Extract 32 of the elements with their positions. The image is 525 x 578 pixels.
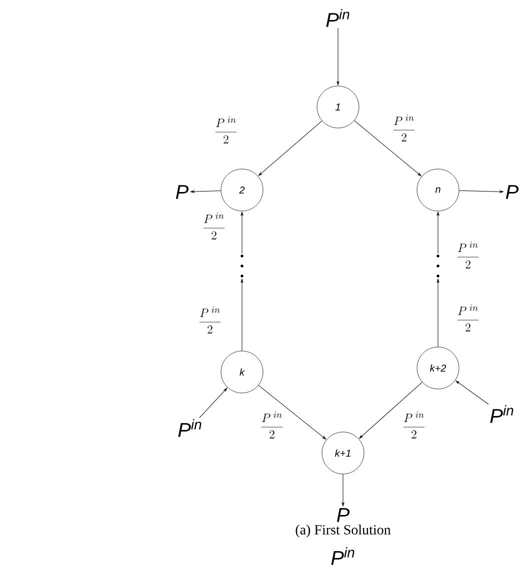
arrow <box>336 28 340 86</box>
ellipsis-dots <box>240 254 244 278</box>
arrow <box>456 380 489 404</box>
arrow <box>258 120 322 176</box>
ellipsis-dots <box>436 254 440 278</box>
arrow <box>240 212 244 254</box>
caption: (a) First Solution <box>296 524 391 538</box>
variable-label: P$^{in}$ <box>326 9 350 27</box>
variable-label: P <box>176 185 189 199</box>
arrow <box>436 278 440 348</box>
arrow <box>190 190 222 193</box>
edge-label: $\frac{P^{\;in}}{2}$ <box>204 212 225 240</box>
arrow <box>240 278 244 352</box>
edge-label: $\frac{P^{\;in}}{2}$ <box>458 242 479 268</box>
arrow <box>354 120 422 176</box>
edge-label: $\frac{P^{\;in}}{2}$ <box>262 412 282 438</box>
arrow <box>199 388 228 418</box>
variable-label: P$^{in}$ <box>178 419 202 437</box>
edge-label: $\frac{P^{\;in}}{2}$ <box>216 116 236 144</box>
arrow <box>458 190 504 193</box>
arrow <box>258 385 326 440</box>
variable-label: P <box>336 508 350 522</box>
arrow <box>342 474 344 506</box>
arrow <box>436 212 440 254</box>
variable-label: P <box>506 185 519 199</box>
variable-label: P$^{in}$ <box>331 547 354 565</box>
edge-label: $\frac{P^{\;in}}{2}$ <box>404 412 425 438</box>
arrow <box>359 382 422 439</box>
edge-label: $\frac{P^{\;in}}{2}$ <box>458 304 479 332</box>
edge-label: $\frac{P^{\;in}}{2}$ <box>394 114 414 142</box>
edge-label: $\frac{P^{\;in}}{2}$ <box>200 306 220 334</box>
variable-label: P$^{in}$ <box>490 405 514 423</box>
